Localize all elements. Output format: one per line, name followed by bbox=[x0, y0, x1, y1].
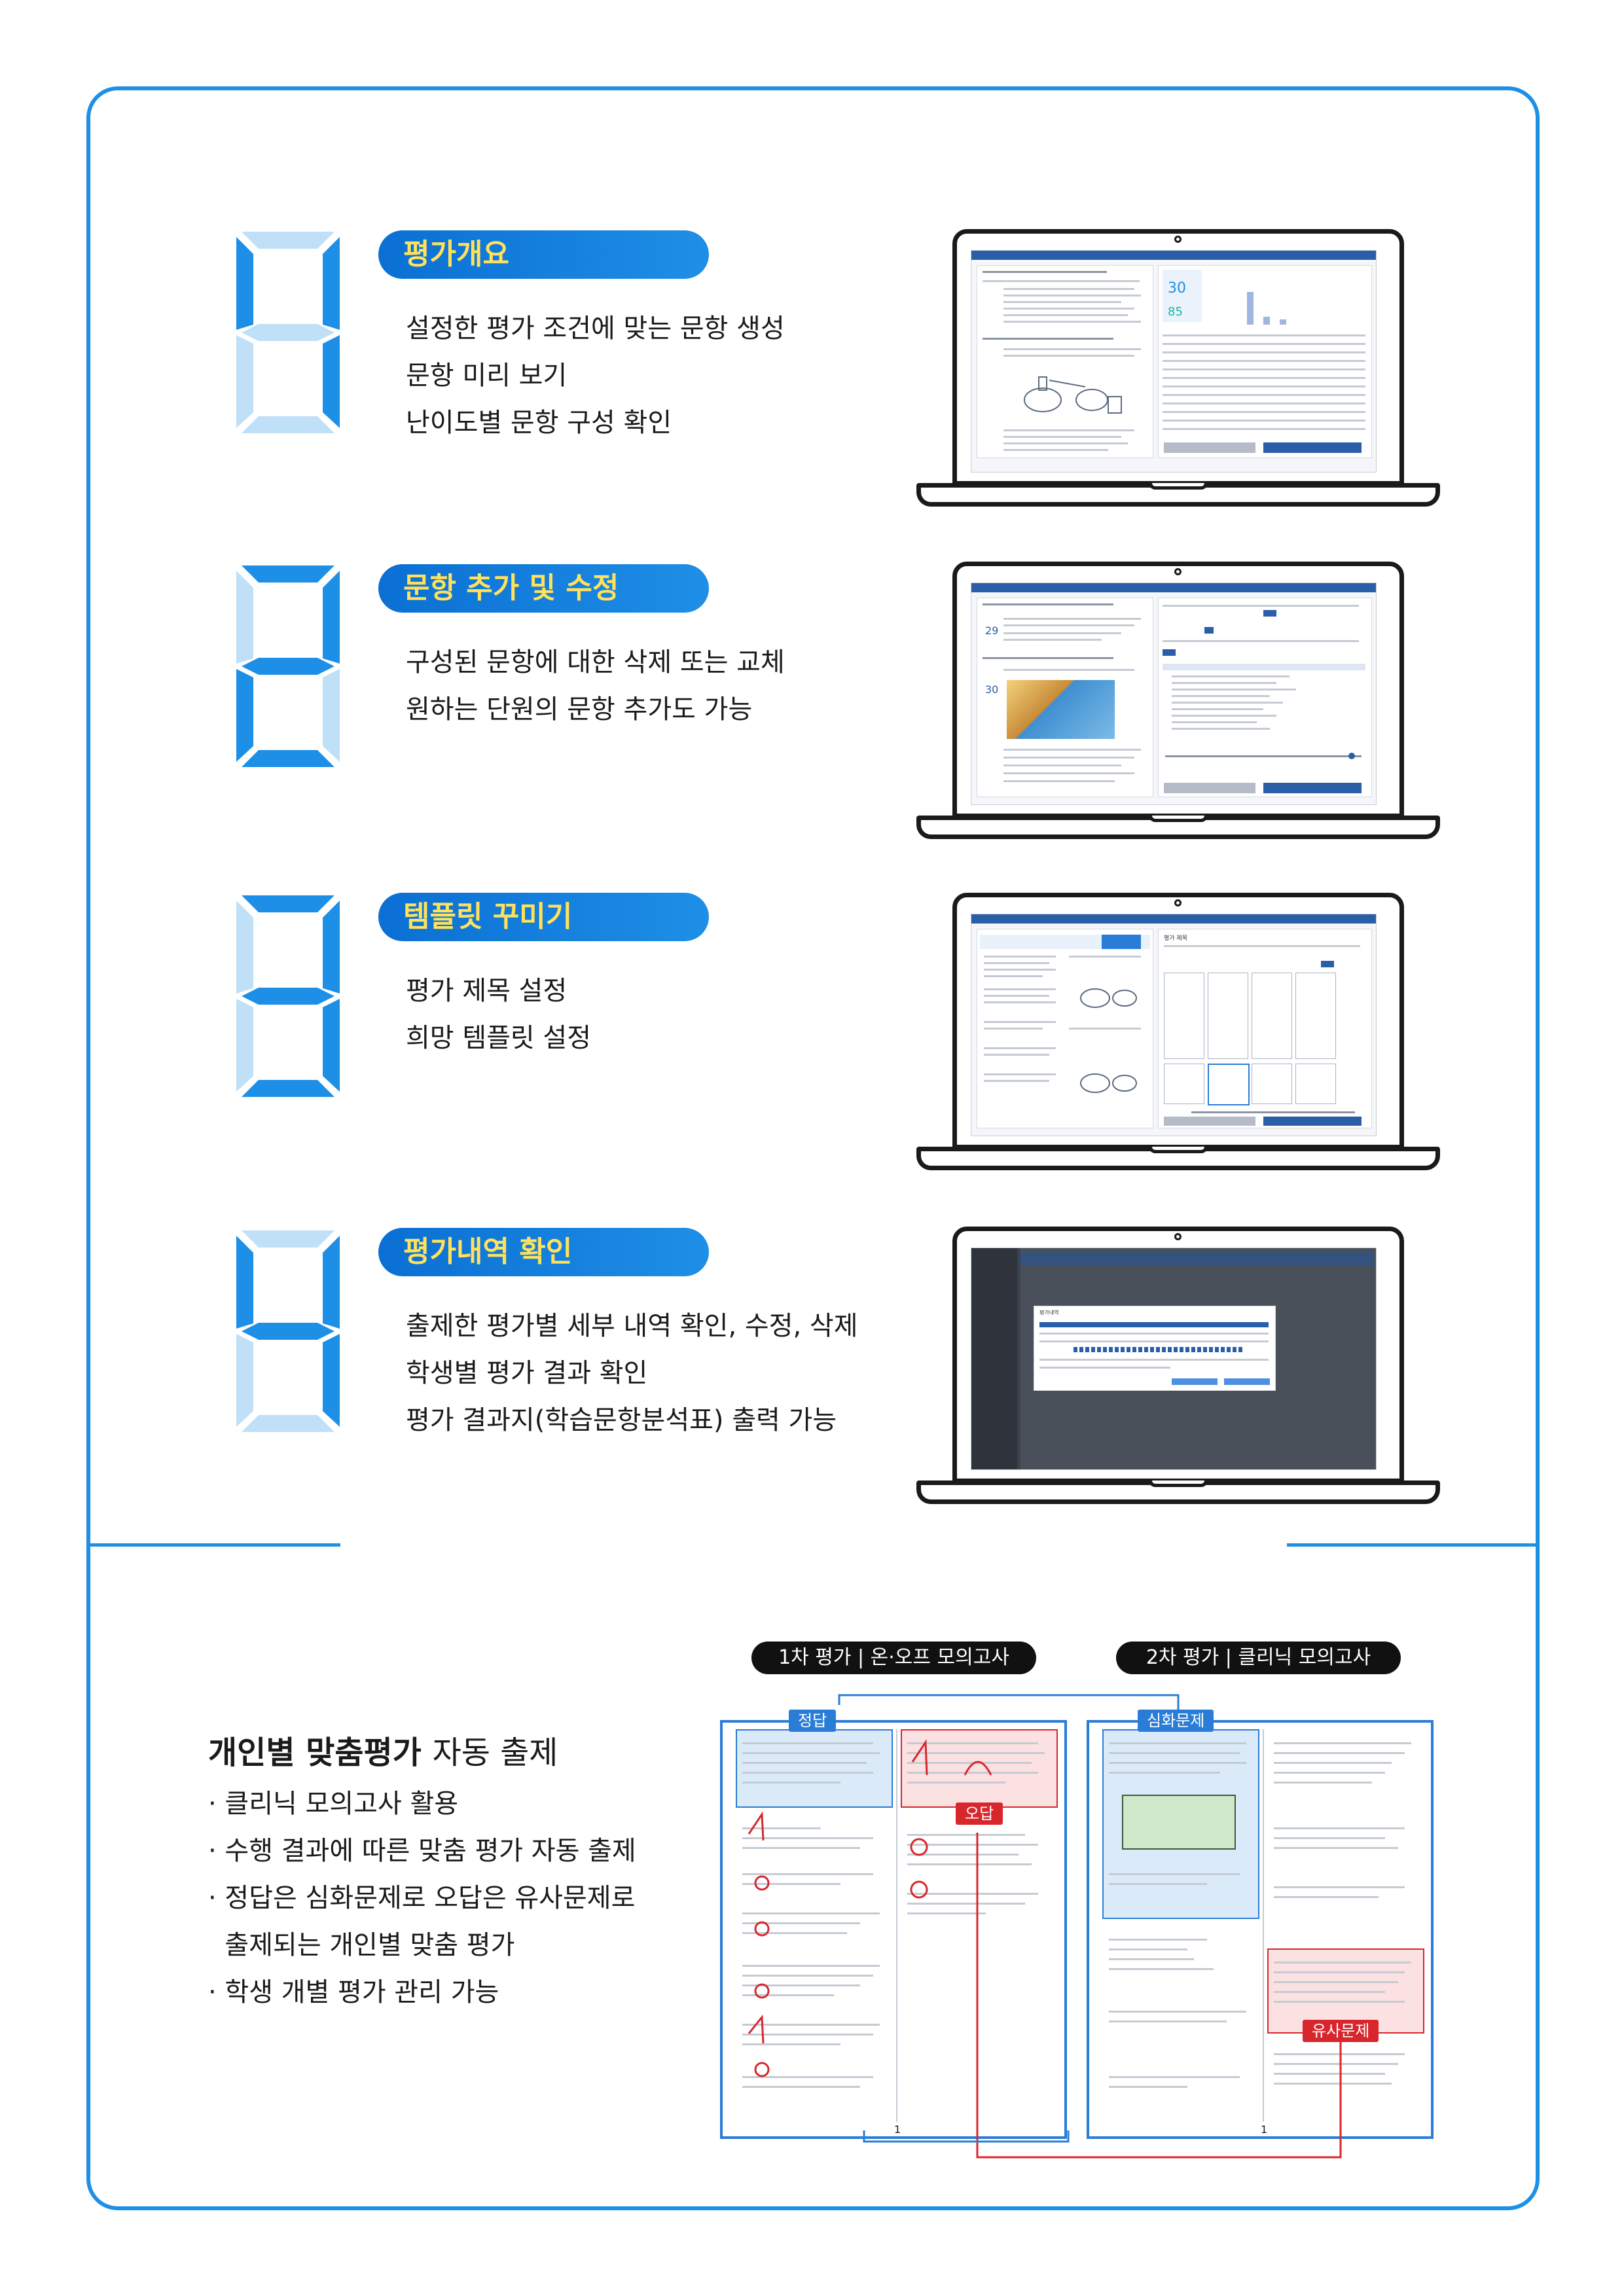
overview-screen: 30 85 bbox=[971, 250, 1377, 473]
difficulty-summary-pane: 30 85 bbox=[1158, 265, 1372, 458]
desc-line: 희망 템플릿 설정 bbox=[406, 1023, 592, 1053]
first-exam-header: 1차 평가 | 온·오프 모의고사 bbox=[751, 1641, 1036, 1674]
section-title-history: 평가내역 확인 bbox=[378, 1228, 709, 1276]
section-desc-edit: 구성된 문항에 대한 삭제 또는 교체 원하는 단원의 문항 추가도 가능 bbox=[406, 639, 785, 733]
app-header-bar bbox=[971, 583, 1376, 592]
similar-tag: 유사문제 bbox=[1303, 2020, 1379, 2042]
bullet-item: · 정답은 심화문제로 오답은 유사문제로 bbox=[208, 1883, 636, 1913]
second-exam-paper: 1 bbox=[1087, 1720, 1434, 2139]
bullet-item: · 학생 개별 평가 관리 가능 bbox=[208, 1977, 499, 2007]
laptop-screenshot-template: 평가 제목 bbox=[916, 893, 1440, 1174]
personalized-title-rest: 자동 출제 bbox=[432, 1734, 558, 1771]
section-title-overview: 평가개요 bbox=[378, 230, 709, 279]
bullet-item: · 수행 결과에 따른 맞춤 평가 자동 출제 bbox=[208, 1836, 636, 1866]
bullet-item: · 클리닉 모의고사 활용 bbox=[208, 1789, 459, 1819]
template-title-label: 평가 제목 bbox=[1164, 935, 1187, 942]
second-exam-header: 2차 평가 | 클리닉 모의고사 bbox=[1116, 1641, 1401, 1674]
question-preview-pane bbox=[977, 265, 1153, 458]
advanced-tag: 심화문제 bbox=[1138, 1710, 1214, 1732]
personalized-bullets: · 클리닉 모의고사 활용 · 수행 결과에 따른 맞춤 평가 자동 출제 · … bbox=[208, 1780, 636, 2016]
map-image bbox=[1007, 680, 1115, 739]
section-desc-history: 출제한 평가별 세부 내역 확인, 수정, 삭제 학생별 평가 결과 확인 평가… bbox=[406, 1302, 858, 1444]
section-divider-right bbox=[1287, 1543, 1540, 1547]
section-title-edit: 문항 추가 및 수정 bbox=[378, 564, 709, 613]
step-digit-icon-3 bbox=[232, 891, 344, 1101]
template-options-pane: 평가 제목 bbox=[1158, 929, 1372, 1128]
desc-line: 난이도별 문항 구성 확인 bbox=[406, 408, 672, 438]
desc-line: 설정한 평가 조건에 맞는 문항 생성 bbox=[406, 314, 785, 344]
desc-line: 평가 제목 설정 bbox=[406, 976, 568, 1006]
personalized-title: 개인별 맞춤평가 자동 출제 bbox=[208, 1727, 558, 1772]
unit-selector-pane bbox=[1158, 598, 1372, 797]
bullet-item: 출제되는 개인별 맞춤 평가 bbox=[208, 1930, 515, 1960]
score-sub: 85 bbox=[1168, 305, 1183, 319]
laptop-notch bbox=[1149, 1147, 1208, 1153]
section-divider-left bbox=[86, 1543, 340, 1547]
desc-line: 문항 미리 보기 bbox=[406, 361, 568, 391]
correct-tag: 정답 bbox=[789, 1710, 837, 1732]
laptop-screenshot-history: 평가내역 bbox=[916, 1227, 1440, 1508]
desc-line: 학생별 평가 결과 확인 bbox=[406, 1358, 648, 1388]
desc-line: 출제한 평가별 세부 내역 확인, 수정, 삭제 bbox=[406, 1311, 858, 1341]
laptop-notch bbox=[1149, 816, 1208, 822]
question-number: 29 bbox=[985, 624, 999, 637]
template-preview-pane bbox=[977, 929, 1153, 1128]
section-desc-overview: 설정한 평가 조건에 맞는 문항 생성 문항 미리 보기 난이도별 문항 구성 … bbox=[406, 305, 785, 446]
edit-screen: 29 30 bbox=[971, 583, 1377, 805]
laptop-notch bbox=[1149, 483, 1208, 490]
content-frame bbox=[86, 86, 1540, 2210]
wrong-tag: 오답 bbox=[956, 1803, 1003, 1825]
desc-line: 원하는 단원의 문항 추가도 가능 bbox=[406, 694, 753, 725]
score-big: 30 bbox=[1168, 280, 1186, 296]
first-exam-paper: 1 bbox=[720, 1720, 1067, 2139]
result-modal: 평가내역 bbox=[1034, 1306, 1276, 1391]
laptop-notch bbox=[1149, 1480, 1208, 1487]
question-list-pane: 29 30 bbox=[977, 598, 1153, 797]
step-digit-icon-1 bbox=[232, 228, 344, 437]
desc-line: 평가 결과지(학습문항분석표) 출력 가능 bbox=[406, 1405, 837, 1435]
history-topbar bbox=[1020, 1252, 1374, 1265]
rectangle-figure bbox=[1122, 1795, 1236, 1850]
camera-icon bbox=[1174, 1233, 1182, 1240]
history-sidebar bbox=[971, 1248, 1017, 1469]
camera-icon bbox=[1174, 568, 1182, 575]
app-header-bar bbox=[971, 914, 1376, 924]
app-header-bar bbox=[971, 251, 1376, 260]
step-digit-icon-4 bbox=[232, 1227, 344, 1436]
camera-icon bbox=[1174, 899, 1182, 906]
desc-line: 구성된 문항에 대한 삭제 또는 교체 bbox=[406, 647, 785, 677]
history-screen: 평가내역 bbox=[971, 1247, 1377, 1470]
section-desc-template: 평가 제목 설정 희망 템플릿 설정 bbox=[406, 967, 591, 1062]
template-screen: 평가 제목 bbox=[971, 914, 1377, 1136]
laptop-screenshot-overview: 30 85 bbox=[916, 229, 1440, 511]
personalized-title-bold: 개인별 맞춤평가 bbox=[208, 1734, 422, 1771]
page-number: 1 bbox=[894, 2123, 901, 2136]
modal-title: 평가내역 bbox=[1039, 1310, 1059, 1316]
question-number: 30 bbox=[985, 683, 999, 696]
laptop-screenshot-edit: 29 30 bbox=[916, 562, 1440, 843]
camera-icon bbox=[1174, 236, 1182, 243]
section-title-template: 템플릿 꾸미기 bbox=[378, 893, 709, 941]
page-number: 1 bbox=[1261, 2123, 1268, 2136]
step-digit-icon-2 bbox=[232, 562, 344, 771]
